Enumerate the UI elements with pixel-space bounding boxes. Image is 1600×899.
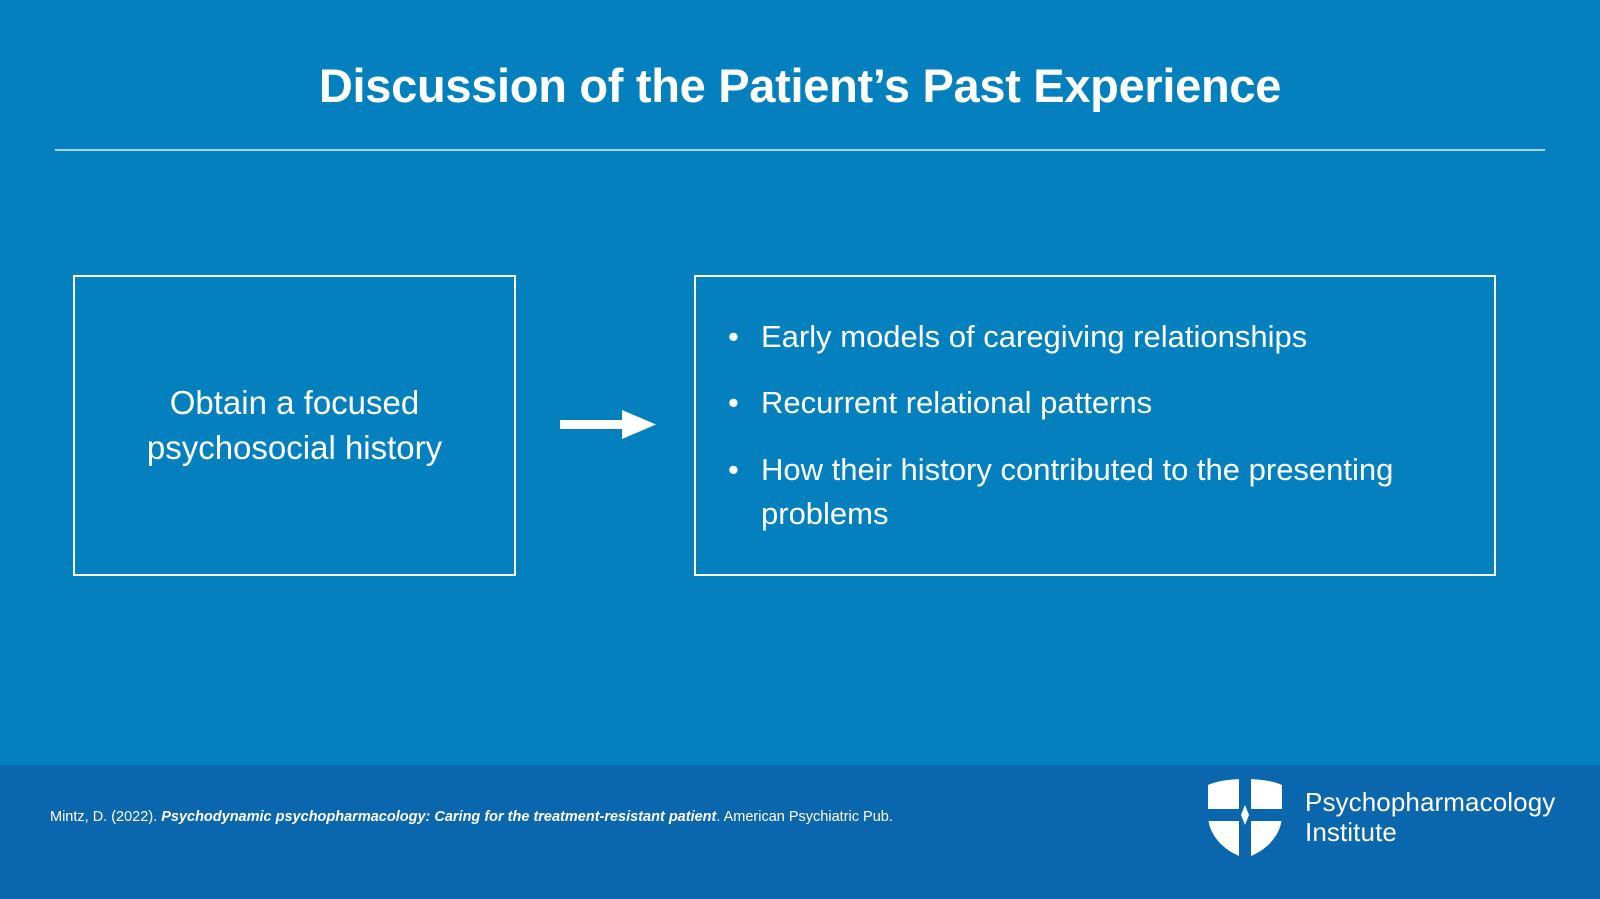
right-arrow-icon — [560, 408, 656, 442]
list-item: • Early models of caregiving relationshi… — [728, 315, 1468, 359]
footer-band — [0, 765, 1600, 899]
brand-logo: Psychopharmacology Institute — [1205, 775, 1555, 859]
list-item: • Recurrent relational patterns — [728, 381, 1468, 425]
bullet-marker-icon: • — [728, 451, 739, 487]
right-content-box: • Early models of caregiving relationshi… — [694, 275, 1496, 576]
brand-name: Psychopharmacology Institute — [1305, 786, 1556, 847]
bullet-marker-icon: • — [728, 319, 739, 355]
citation: Mintz, D. (2022). Psychodynamic psychoph… — [50, 808, 1150, 827]
title-block: Discussion of the Patient’s Past Experie… — [0, 59, 1600, 113]
left-content-box: Obtain a focused psychosocial history — [73, 275, 516, 576]
citation-suffix: . American Psychiatric Pub. — [716, 809, 893, 825]
list-item: • How their history contributed to the p… — [728, 448, 1468, 536]
bullet-marker-icon: • — [728, 385, 739, 421]
bullet-list: • Early models of caregiving relationshi… — [696, 315, 1494, 535]
left-box-text: Obtain a focused psychosocial history — [146, 383, 443, 466]
list-item-label: Recurrent relational patterns — [761, 385, 1153, 421]
citation-work-title: Psychodynamic psychopharmacology: Caring… — [161, 809, 717, 825]
list-item-label: How their history contributed to the pre… — [761, 451, 1394, 531]
page-title: Discussion of the Patient’s Past Experie… — [318, 59, 1282, 112]
shield-icon — [1208, 779, 1282, 858]
citation-prefix: Mintz, D. (2022). — [50, 809, 162, 825]
title-divider — [55, 149, 1545, 151]
list-item-label: Early models of caregiving relationships — [761, 319, 1308, 355]
